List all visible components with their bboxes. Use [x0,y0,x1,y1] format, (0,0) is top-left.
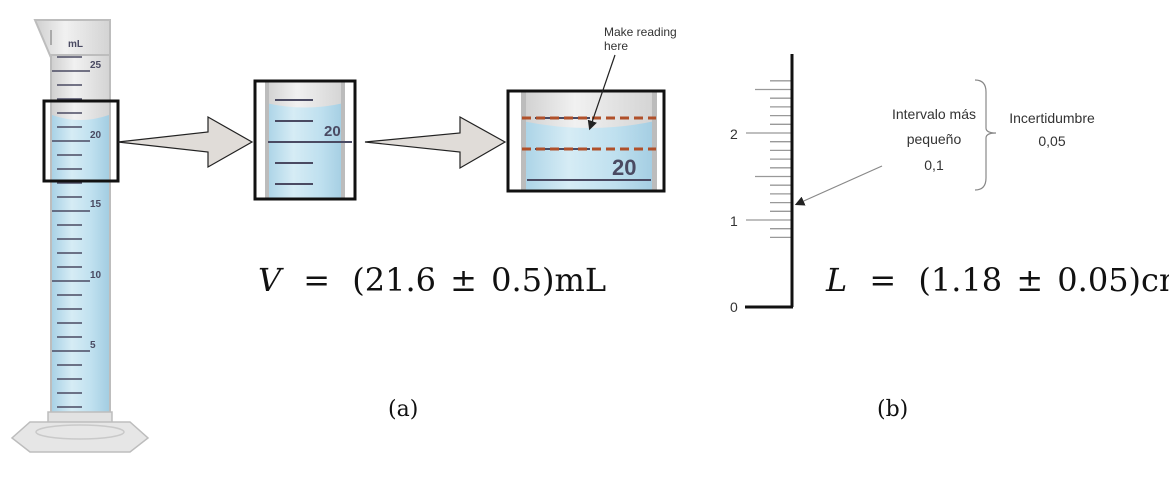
cylinder-label-10: 10 [90,270,102,281]
cylinder-label-25: 25 [90,60,102,71]
uncertainty-annotation-value: 0,05 [1038,133,1065,149]
graduated-cylinder: mL 25 20 15 10 5 [10,19,150,453]
brace [974,79,997,191]
zoom-arrow-2 [364,115,507,170]
ruler-label-1: 1 [730,213,738,229]
zoom-view-2: 20 [506,89,666,193]
interval-annotation-line1: Intervalo más [892,106,976,122]
uncertainty-annotation-label: Incertidumbre [1009,110,1095,126]
volume-equation: V = (21.6 ± 0.5)mL [258,261,606,299]
ruler-ticks [746,80,792,239]
ruler-label-0: 0 [730,299,738,315]
cylinder-ticks [52,56,90,408]
interval-annotation-line2: pequeño [907,131,962,147]
caption-b: (b) [877,397,908,422]
interval-annotation-value: 0,1 [924,157,944,173]
caption-a: (a) [388,397,418,422]
unit-label: mL [68,39,83,50]
ruler-label-2: 2 [730,126,738,142]
zoom-view-1: 20 [253,79,357,201]
interval-pointer-arrow [794,165,883,206]
cylinder-label-15: 15 [90,199,102,210]
cylinder-label-20: 20 [90,130,102,141]
reading-annotation-line1: Make reading [604,25,677,39]
length-equation: L = (1.18 ± 0.05)cm [825,261,1169,299]
ruler: 0 1 2 [730,54,794,315]
zoom-region-box [42,99,120,183]
zoom1-label-20: 20 [324,123,341,140]
reading-pointer-arrow [587,54,616,131]
zoom-arrow-1 [117,115,254,169]
zoom2-label-20: 20 [612,155,636,180]
cylinder-label-5: 5 [90,340,96,351]
reading-annotation-line2: here [604,39,628,53]
